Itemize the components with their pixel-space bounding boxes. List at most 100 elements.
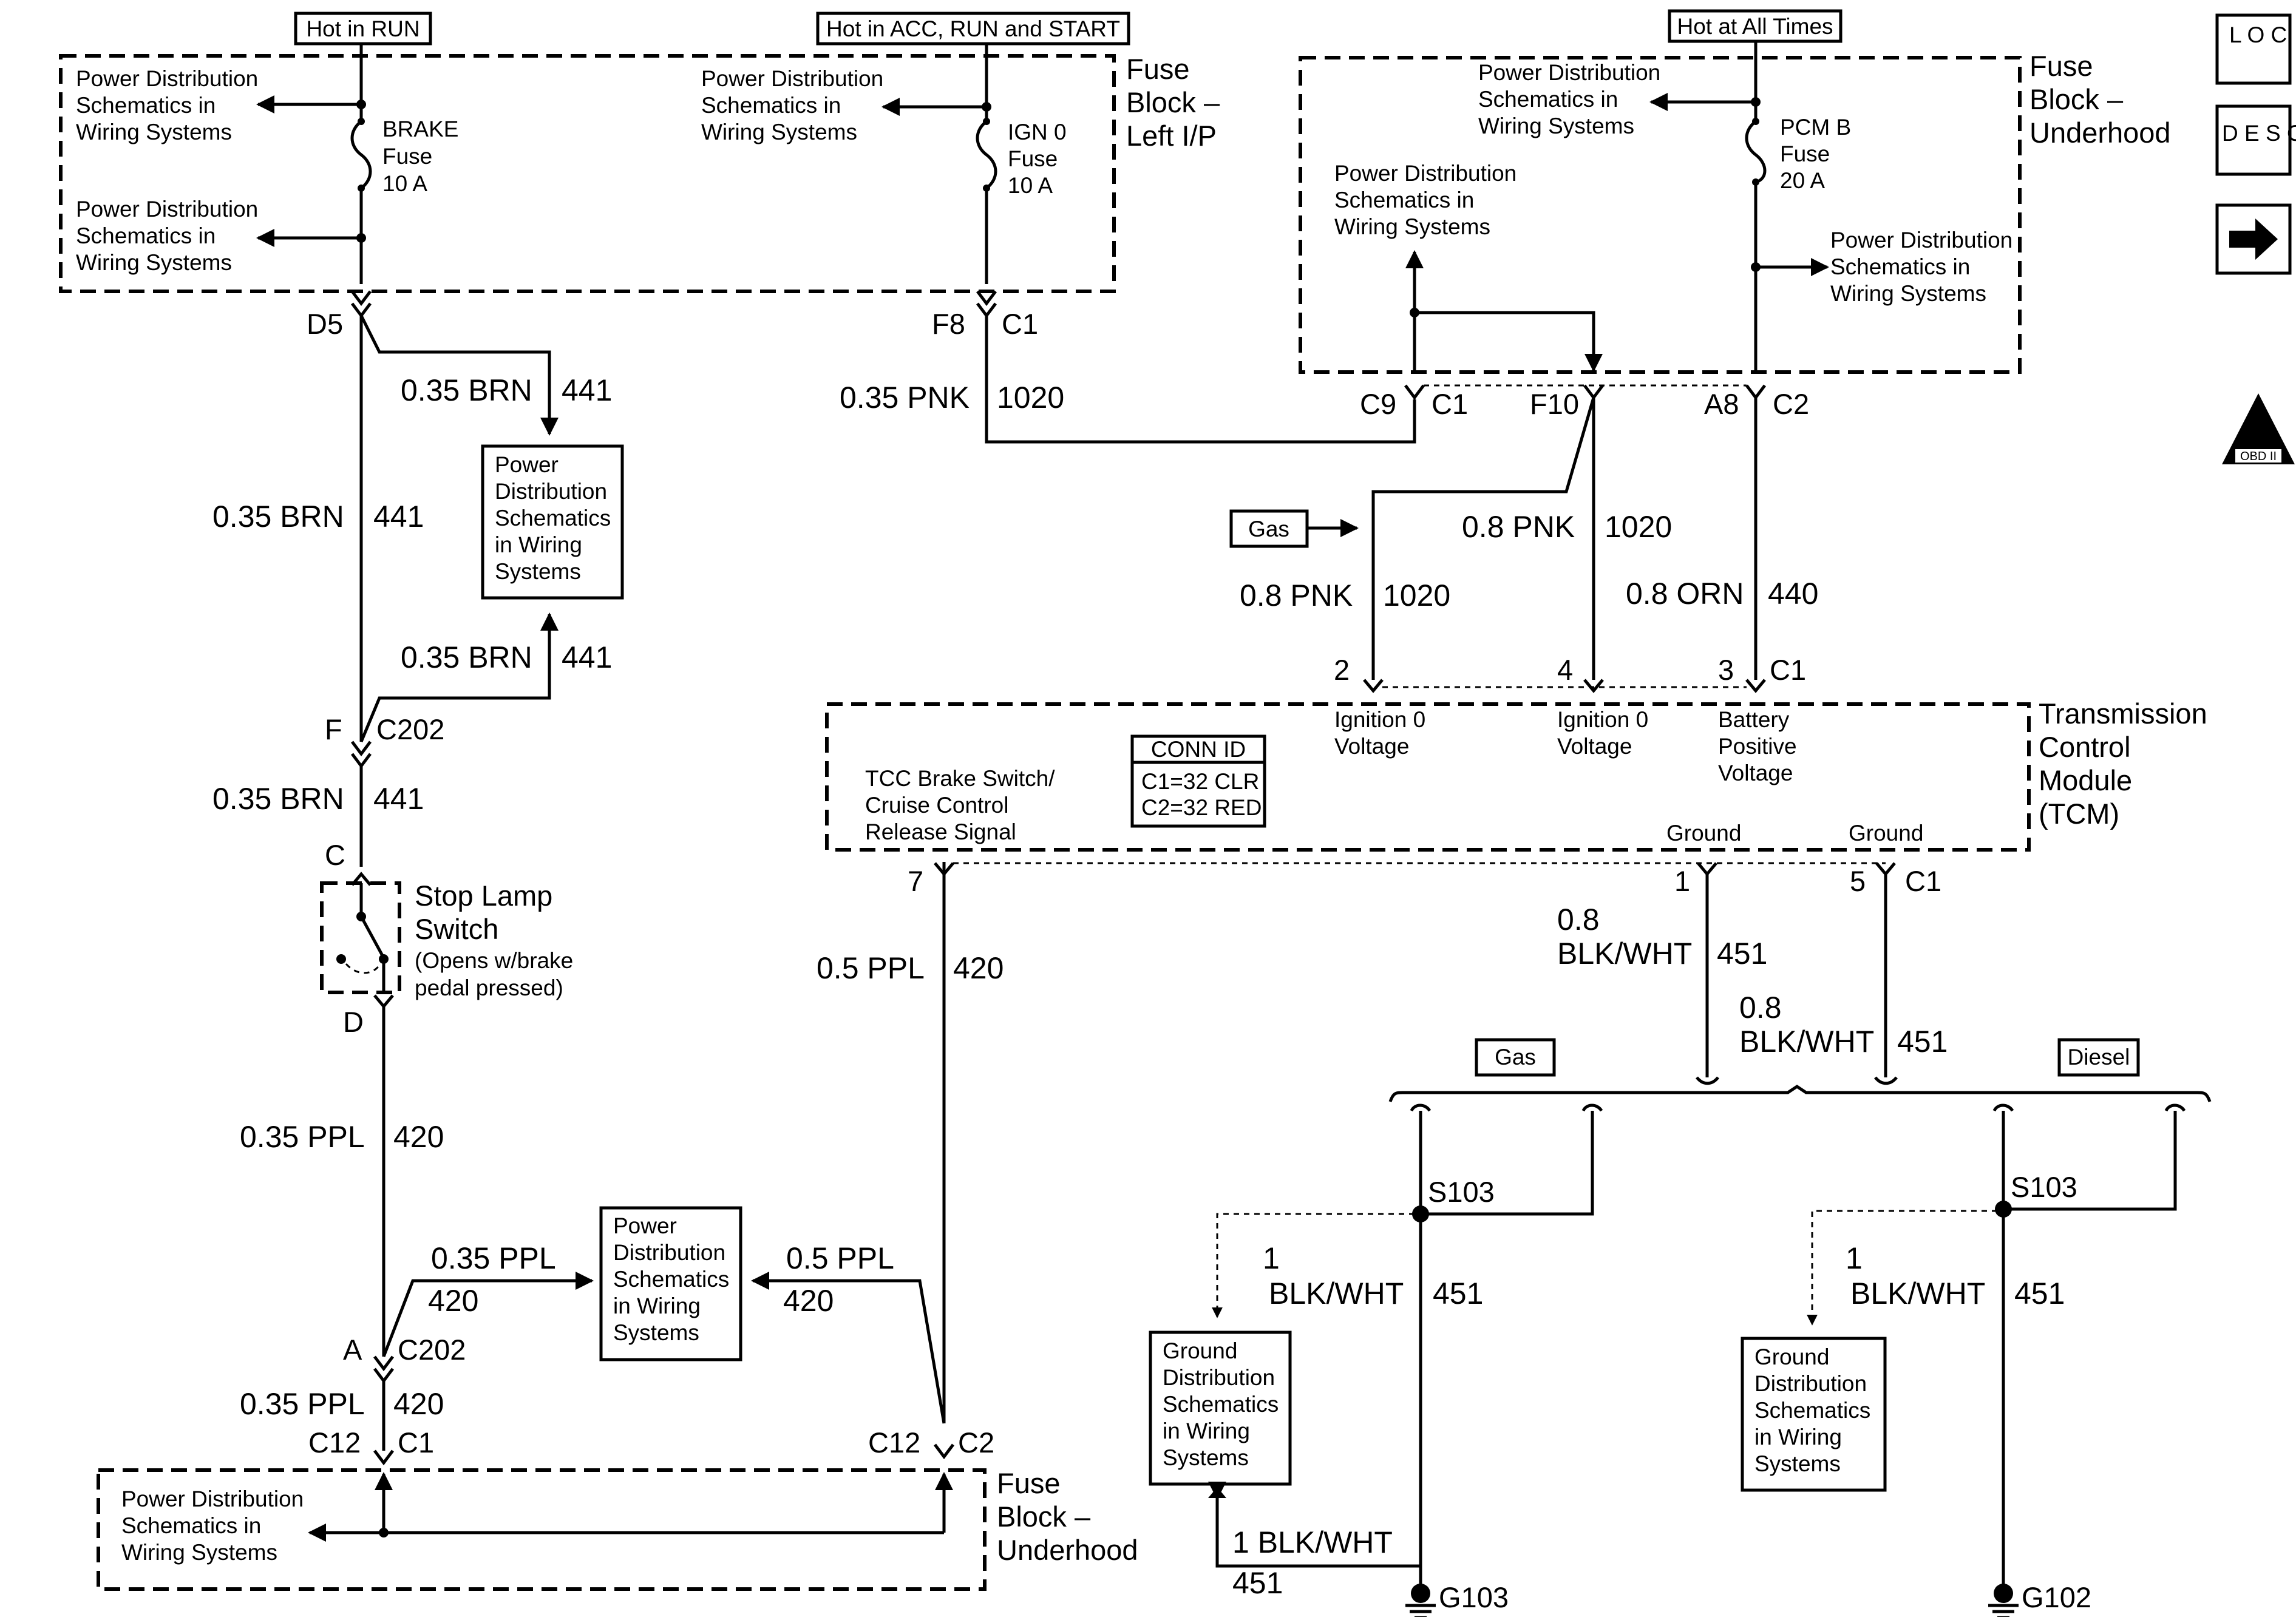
wire-brn-b-circuit: 441	[373, 500, 424, 534]
wire-bw-d-color: BLK/WHT	[1850, 1276, 1985, 1310]
pd-box-a-2: Distribution	[495, 479, 607, 504]
desc-icon[interactable]: D E S C	[2215, 104, 2296, 176]
connector-f: F	[325, 713, 342, 745]
connector-c9-f10-a8: C9 C1 F10 A8 C2	[1360, 384, 1809, 420]
stop-lamp-title-2: Switch	[415, 913, 498, 945]
wire-brn-a-gauge: 0.35 BRN	[401, 373, 532, 407]
wire-bw-d-gauge: 1	[1846, 1241, 1863, 1275]
option-diesel	[2057, 1038, 2140, 1077]
stop-lamp-note-1: (Opens w/brake	[415, 948, 573, 973]
tcm-power-feeds: Gas 0.8 PNK 1020 0.8 PNK 1020 0.8 ORN 44…	[1229, 397, 1818, 693]
wire-brn-b-gauge: 0.35 BRN	[212, 500, 344, 534]
wire-brn-d-circuit: 441	[373, 782, 424, 816]
pd-text-c2: Schematics in	[701, 93, 841, 118]
hot-in-run-label: Hot in RUN	[306, 16, 419, 41]
option-diesel-label: Diesel	[2068, 1045, 2130, 1070]
option-gas-label: Gas	[1495, 1045, 1536, 1070]
connector-f8: F8	[932, 308, 965, 340]
pd-top-c3: Wiring Systems	[1830, 281, 1986, 306]
pd-box-b-4: in Wiring	[613, 1293, 701, 1318]
tcm-batt-3: Voltage	[1718, 761, 1793, 785]
wire-ppl-d-gauge: 0.5 PPL	[817, 951, 925, 985]
connector-c9: C9	[1360, 388, 1396, 420]
wire-pnk-a-gauge: 0.35 PNK	[840, 381, 970, 415]
tcm-tcc-1: TCC Brake Switch/	[865, 766, 1055, 791]
fuse-block-bottom-title-1: Fuse	[997, 1467, 1061, 1499]
obd-label: OBD II	[2240, 450, 2277, 463]
connector-d5-f8: D5 F8 C1	[307, 290, 1038, 340]
fuse-block-bottom-title-2: Block –	[997, 1500, 1091, 1533]
option-gas	[1475, 1038, 1556, 1077]
fuse-block-left-title-1: Fuse	[1126, 53, 1190, 85]
wire-bw-c-gauge: 1	[1263, 1241, 1280, 1275]
tcm-ign-a-1: Ignition 0	[1334, 707, 1425, 732]
pd-text-b1: Power Distribution	[76, 197, 258, 222]
ground-g103: G103	[1439, 1581, 1509, 1613]
pd-text-a2: Schematics in	[76, 93, 216, 118]
fuse-block-top-title-2: Block –	[2029, 83, 2124, 115]
wire-pnk-c-gauge: 0.8 PNK	[1240, 578, 1353, 612]
wire-ppl-e-circuit: 420	[783, 1284, 834, 1318]
fuse-block-top-title-1: Fuse	[2029, 50, 2093, 82]
wire-brn-c-circuit: 441	[562, 640, 612, 674]
connector-c9-c1: C1	[1432, 388, 1468, 420]
conn-id-title: CONN ID	[1151, 737, 1246, 762]
tcm-title-1: Transmission	[2039, 697, 2207, 730]
pd-top-a2: Schematics in	[1478, 87, 1618, 112]
pd-top-c2: Schematics in	[1830, 254, 1970, 279]
next-arrow-icon[interactable]	[2215, 203, 2292, 275]
wire-pnk-c-circuit: 1020	[1383, 578, 1450, 612]
gd-box-b-4: in Wiring	[1754, 1425, 1842, 1449]
pd-text-b3: Wiring Systems	[76, 250, 232, 275]
gd-box-a-3: Schematics	[1163, 1392, 1279, 1417]
tcm-pin-c1-top: C1	[1770, 654, 1806, 686]
tcm-pin-7: 7	[908, 865, 923, 897]
pd-box-a-3: Schematics	[495, 506, 611, 531]
wire-ppl-a-circuit: 420	[393, 1120, 444, 1154]
fuse-block-bottom-title-3: Underhood	[997, 1534, 1138, 1566]
fuse-block-underhood-top: Hot at All Times Fuse Block – Underhood …	[1299, 9, 2171, 374]
wire-brn-c-gauge: 0.35 BRN	[401, 640, 532, 674]
tcm-pin-1: 1	[1674, 865, 1690, 897]
pd-text-c3: Wiring Systems	[701, 120, 857, 144]
splice-s103-right: S103	[2011, 1171, 2077, 1203]
pd-top-a3: Wiring Systems	[1478, 114, 1634, 138]
ppl-420-circuit: 0.35 PPL 420 0.35 PPL 420 Power Distribu…	[240, 1006, 742, 1466]
wire-orn-circuit: 440	[1768, 577, 1818, 611]
wire-pnk-a-circuit: 1020	[997, 381, 1064, 415]
loc-icon[interactable]: L O C	[2215, 13, 2292, 85]
wire-ppl-a-gauge: 0.35 PPL	[240, 1120, 365, 1154]
connector-c1-left: C1	[398, 1426, 434, 1459]
connector-c: C	[325, 839, 345, 871]
connector-f10: F10	[1530, 388, 1579, 420]
ppl-420-tcm-circuit: 7 0.5 PPL 420 0.5 PPL 420 C12 C2	[751, 862, 1004, 1460]
pd-box-a-5: Systems	[495, 559, 581, 584]
fuse-block-left-title-2: Block –	[1126, 86, 1220, 118]
connector-c202-bot: C202	[398, 1334, 466, 1366]
fuse-block-underhood-bottom: Power Distribution Schematics in Wiring …	[97, 1467, 1138, 1591]
pd-top-a1: Power Distribution	[1478, 60, 1660, 85]
brn-441-circuit: 0.35 BRN 441 0.35 BRN 441 Power Distribu…	[212, 314, 624, 871]
brake-fuse-label-1: BRAKE	[382, 117, 458, 141]
pd-box-a	[481, 444, 624, 600]
connector-c12-left: C12	[308, 1426, 361, 1459]
wire-orn-gauge: 0.8 ORN	[1626, 577, 1744, 611]
pnk-1020-link: 0.35 PNK 1020	[840, 316, 1416, 444]
tcm-pin-c1-bot: C1	[1905, 865, 1941, 897]
wire-bw-d-circuit: 451	[2014, 1276, 2065, 1310]
option-gas-top	[1229, 509, 1309, 548]
connector-a: A	[343, 1334, 362, 1366]
pd-bottom-3: Wiring Systems	[121, 1540, 277, 1565]
ign-fuse-label-3: 10 A	[1008, 173, 1053, 198]
wire-bw-c-color: BLK/WHT	[1269, 1276, 1404, 1310]
wire-ppl-c-circuit: 420	[393, 1387, 444, 1421]
pd-top-b3: Wiring Systems	[1334, 214, 1490, 239]
pd-box-b-2: Distribution	[613, 1240, 725, 1265]
gd-box-b-2: Distribution	[1754, 1371, 1867, 1396]
hot-at-all-times-label: Hot at All Times	[1677, 14, 1833, 39]
ground-g102: G102	[2022, 1581, 2091, 1613]
wire-bw-a-gauge: 0.8	[1557, 903, 1600, 937]
tcm-title-2: Control	[2039, 731, 2131, 763]
obd-ii-icon: OBD II	[2222, 393, 2295, 464]
